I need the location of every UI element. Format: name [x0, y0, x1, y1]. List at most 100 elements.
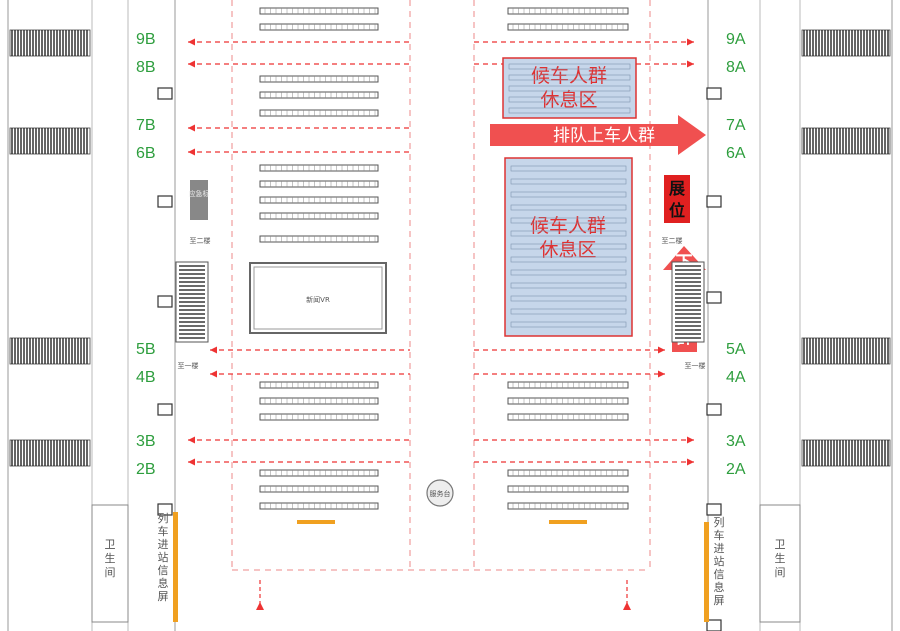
gate-label-5b: 5B	[136, 341, 156, 358]
seat-row-left-8	[259, 212, 379, 220]
seat-row-left-6	[259, 180, 379, 188]
arrow-right-head-2	[687, 436, 694, 444]
hall-dashed-lines	[231, 0, 651, 571]
seat-row-left-13	[259, 469, 379, 477]
zone-main-row	[510, 230, 627, 237]
pillars	[157, 87, 722, 631]
zone-top-row	[508, 74, 631, 81]
pillar-right-3	[706, 403, 722, 416]
zone-main-row	[510, 256, 627, 263]
to-floor2-right: 至二楼	[662, 236, 683, 245]
gate-label-6a: 6A	[726, 145, 746, 162]
to-floor2-left: 至二楼	[190, 236, 211, 245]
seat-row-left-14	[259, 485, 379, 493]
zone-top-row	[508, 96, 631, 103]
gate-label-7b: 7B	[136, 117, 156, 134]
arrow-right-head-0	[687, 38, 694, 46]
seat-row-left-11	[259, 397, 379, 405]
pillar-left-4	[157, 503, 173, 516]
train-info-left: 列车进站信息屏	[158, 511, 169, 603]
to-floor1-right: 至一楼	[685, 361, 706, 370]
arrow-left-3-head-left	[188, 148, 195, 156]
toilet-right: 卫生间	[759, 504, 801, 623]
seat-row-left-10	[259, 381, 379, 389]
zone-main-row	[510, 204, 627, 211]
gate-label-8b: 8B	[136, 59, 156, 76]
entry-arrows	[256, 580, 631, 610]
pillar-left-1	[157, 195, 173, 208]
queue-arrow-label: 排队上车人群	[553, 126, 655, 146]
zone-main-row	[510, 217, 627, 224]
pillar-right-1	[706, 195, 722, 208]
toilet-left: 卫生间	[91, 504, 129, 623]
gate-label-7a: 7A	[726, 117, 746, 134]
arrow-right-mid-head-1	[658, 370, 665, 378]
waiting-zone-main: 候车人群 休息区	[504, 157, 633, 337]
seat-row-left-0	[259, 7, 379, 15]
zone-main-row	[510, 243, 627, 250]
waiting-zone-top: 候车人群 休息区	[502, 57, 637, 119]
seat-row-left-2	[259, 75, 379, 83]
zone-main-row	[510, 321, 627, 328]
exhibit-char-2: 位	[669, 201, 685, 220]
arrow-left-6-head-left	[188, 436, 195, 444]
to-floor1-left: 至一楼	[178, 361, 199, 370]
gray-sign: 应急标	[189, 180, 210, 220]
train-info-right: 列车进站信息屏	[714, 515, 725, 607]
queue-arrow: 排队上车人群	[490, 115, 706, 155]
gate-label-9a: 9A	[726, 31, 746, 48]
waiting-zone-main-line2: 休息区	[539, 239, 596, 261]
pillar-left-0	[157, 87, 173, 100]
toilet-left-label: 卫生间	[105, 538, 116, 579]
zone-top-row	[508, 107, 631, 114]
arrow-left-4-head-left	[210, 346, 217, 354]
arrow-right-head-3	[687, 458, 694, 466]
arrow-left-2-head-left	[188, 124, 195, 132]
gate-label-2a: 2A	[726, 461, 746, 478]
gate-label-2b: 2B	[136, 461, 156, 478]
gate-label-3b: 3B	[136, 433, 156, 450]
exhibit-booth: 展 位	[664, 175, 690, 223]
waiting-zone-main-line1: 候车人群	[530, 215, 606, 237]
seat-row-left-9	[259, 235, 379, 243]
seat-row-left-15	[259, 502, 379, 510]
exhibit-char-1: 展	[669, 179, 686, 198]
pillar-left-2	[157, 295, 173, 308]
gray-sign-label: 应急标	[189, 189, 210, 198]
vr-booth: 新闻VR	[249, 262, 387, 334]
gate-label-8a: 8A	[726, 59, 746, 76]
pillar-right-2	[706, 291, 722, 304]
zone-main-row	[510, 191, 627, 198]
gate-label-4b: 4B	[136, 369, 156, 386]
seat-row-left-7	[259, 196, 379, 204]
zone-main-row	[510, 282, 627, 289]
zone-main-row	[510, 178, 627, 185]
seat-row-left-1	[259, 23, 379, 31]
pillar-right-0	[706, 87, 722, 100]
arrow-right-head-1	[687, 60, 694, 68]
right-platform-stairs	[801, 29, 891, 467]
zone-top-row	[508, 85, 631, 92]
gate-label-9b: 9B	[136, 31, 156, 48]
seat-row-left-3	[259, 91, 379, 99]
seat-rows	[259, 7, 629, 510]
zone-main-row	[510, 295, 627, 302]
arrow-left-5-head-left	[210, 370, 217, 378]
pillar-left-3	[157, 403, 173, 416]
arrow-left-1-head-left	[188, 60, 195, 68]
arrow-left-0-head-left	[188, 38, 195, 46]
waiting-zone-top-line1: 候车人群	[531, 65, 607, 87]
left-platform-stairs	[9, 29, 91, 467]
escalator-right: 至二楼 至一楼	[662, 236, 706, 370]
gate-label-3a: 3A	[726, 433, 746, 450]
service-desk-label: 服务台	[430, 489, 451, 498]
arrow-left-7-head-left	[188, 458, 195, 466]
seat-row-left-4	[259, 109, 379, 117]
waiting-zone-grid	[508, 63, 631, 328]
gate-label-6b: 6B	[136, 145, 156, 162]
zone-main-row	[510, 308, 627, 315]
gate-label-5a: 5A	[726, 341, 746, 358]
service-desk: 服务台	[426, 479, 454, 507]
zone-main-row	[510, 269, 627, 276]
